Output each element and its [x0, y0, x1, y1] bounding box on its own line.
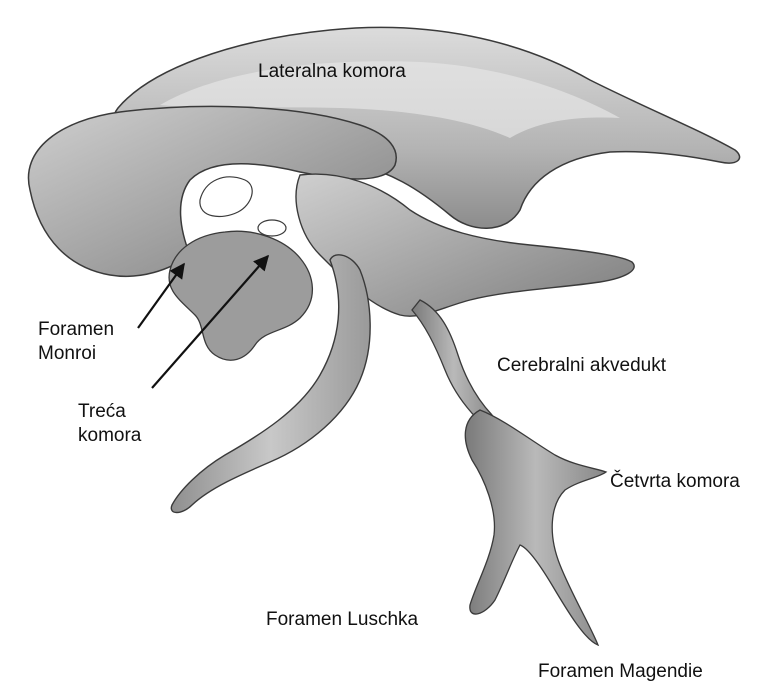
label-foramen-monroi-line1: Foramen [38, 318, 114, 342]
interthalamic-hole-1 [200, 177, 252, 217]
label-third-ventricle-line2: komora [78, 424, 141, 448]
label-third-ventricle: Treća komora [78, 400, 141, 448]
label-cerebral-aqueduct: Cerebralni akvedukt [497, 354, 666, 378]
third-ventricle-shape [169, 231, 312, 360]
label-foramen-luschka: Foramen Luschka [266, 608, 418, 632]
interthalamic-hole-2 [258, 220, 286, 236]
label-foramen-monroi-line2: Monroi [38, 342, 114, 366]
fourth-ventricle-shape [465, 410, 606, 645]
label-third-ventricle-line1: Treća [78, 400, 141, 424]
aqueduct-shape [412, 300, 495, 428]
label-foramen-monroi: Foramen Monroi [38, 318, 114, 366]
label-fourth-ventricle: Četvrta komora [610, 470, 740, 494]
label-lateral-ventricle: Lateralna komora [258, 60, 406, 84]
label-foramen-magendie: Foramen Magendie [538, 660, 703, 684]
